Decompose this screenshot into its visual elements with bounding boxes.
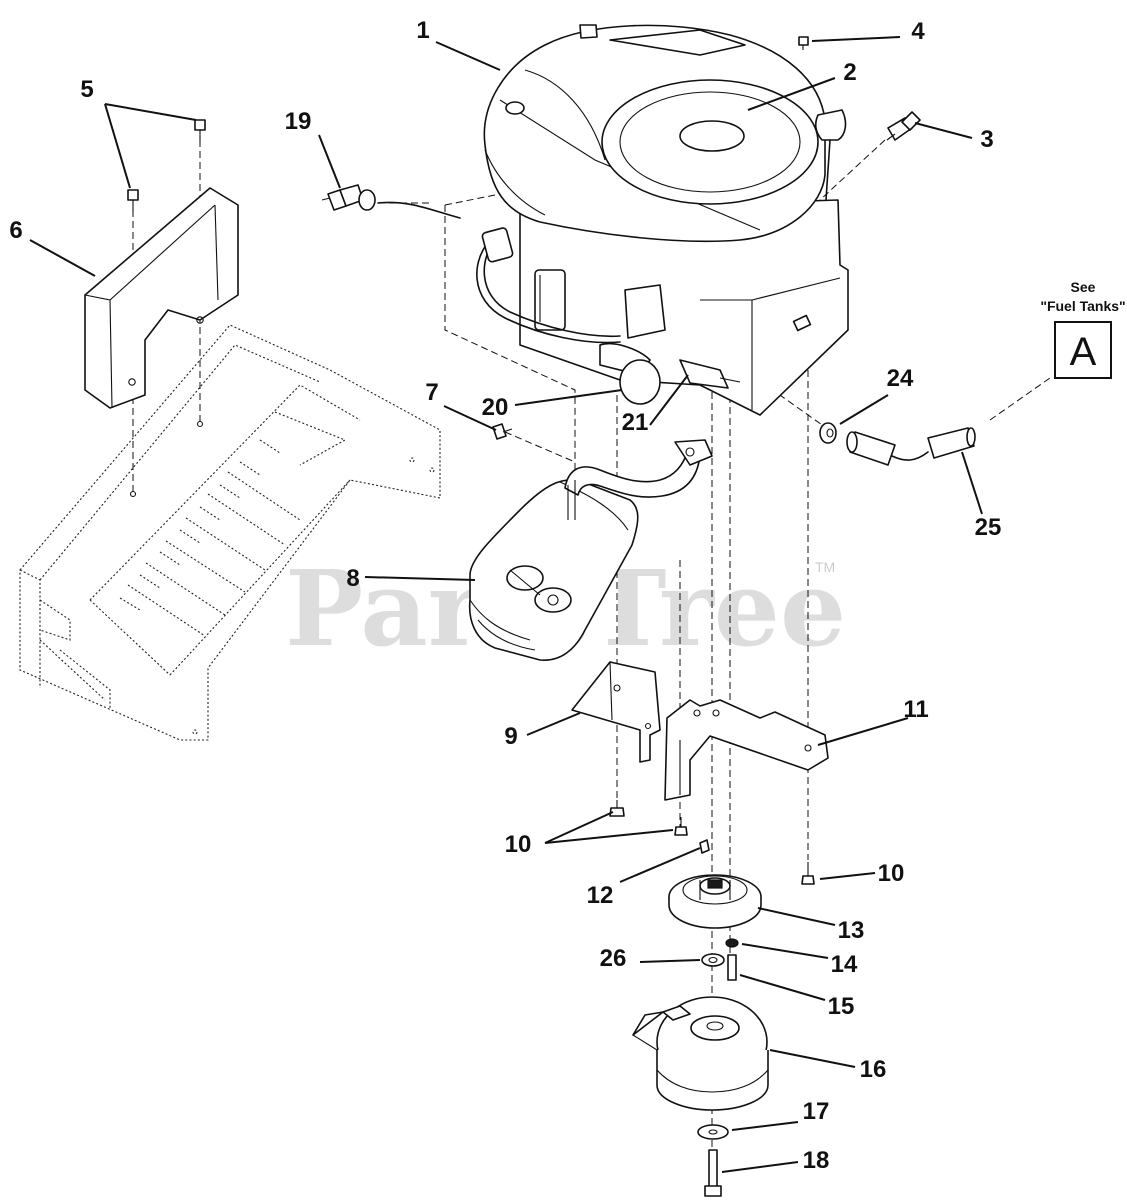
- callout-13: 13: [838, 917, 865, 944]
- part-8-muffler: [468, 439, 713, 661]
- callout-24: 24: [887, 365, 914, 392]
- reference-see-label: See: [1071, 279, 1096, 295]
- callout-1: 1: [416, 17, 429, 44]
- part-3-fitting: [886, 111, 921, 141]
- callout-4: 4: [911, 18, 925, 45]
- reference-target-label: "Fuel Tanks": [1040, 298, 1125, 314]
- frame-slots: [119, 439, 301, 637]
- part-7-bolt: [492, 423, 513, 440]
- part-17-washer: [697, 1124, 729, 1140]
- callout-18: 18: [803, 1147, 830, 1174]
- callout-25: 25: [975, 514, 1002, 541]
- part-4-pin: [798, 36, 809, 50]
- part-5-bolts: [127, 119, 206, 498]
- part-16-clutch: [632, 996, 769, 1111]
- part-14-washer: [725, 938, 739, 948]
- callout-15: 15: [828, 993, 855, 1020]
- mower-frame-phantom: [19, 324, 441, 741]
- callout-19: 19: [285, 108, 312, 135]
- part-15-pin: [727, 954, 737, 981]
- callout-20: 20: [482, 394, 509, 421]
- callout-17: 17: [803, 1098, 830, 1125]
- callout-2: 2: [843, 59, 856, 86]
- fuel-tanks-reference: See "Fuel Tanks" A: [1040, 279, 1126, 379]
- part-19-spark-plug: [321, 184, 376, 211]
- part-26-washer: [701, 953, 725, 967]
- part-6-heat-shield: [84, 187, 239, 409]
- part-9-bracket: [571, 661, 661, 763]
- reference-box: [1054, 321, 1112, 379]
- callout-7: 7: [425, 379, 438, 406]
- callout-6: 6: [9, 217, 22, 244]
- part-11-plate: [664, 699, 829, 801]
- callout-10-left: 10: [505, 831, 532, 858]
- callout-11: 11: [903, 696, 928, 723]
- callout-14: 14: [831, 951, 858, 978]
- callout-5: 5: [80, 76, 93, 103]
- callout-10-right: 10: [878, 860, 905, 887]
- callout-21: 21: [622, 409, 649, 436]
- callout-16: 16: [860, 1056, 887, 1083]
- callout-8: 8: [346, 565, 359, 592]
- part-18-bolt: [704, 1149, 722, 1197]
- callout-26: 26: [600, 945, 627, 972]
- part-12-key: [699, 839, 710, 854]
- engine-assembly: [377, 24, 849, 416]
- callout-3: 3: [980, 126, 993, 153]
- part-13-pulley: [668, 874, 762, 929]
- part-10-bolts: [609, 800, 815, 885]
- part-24-clamp: [819, 422, 837, 444]
- leader-lines: [29, 36, 983, 1173]
- callout-9: 9: [504, 723, 517, 750]
- watermark-tm: TM: [815, 559, 835, 575]
- callout-12: 12: [587, 882, 614, 909]
- reference-letter: A: [1070, 330, 1097, 374]
- part-25-fuel-hose: [846, 427, 976, 466]
- callout-labels: 1 2 3 4 5 6 7 8 9 10 10 11 12 13 14 15 1…: [9, 17, 1001, 1174]
